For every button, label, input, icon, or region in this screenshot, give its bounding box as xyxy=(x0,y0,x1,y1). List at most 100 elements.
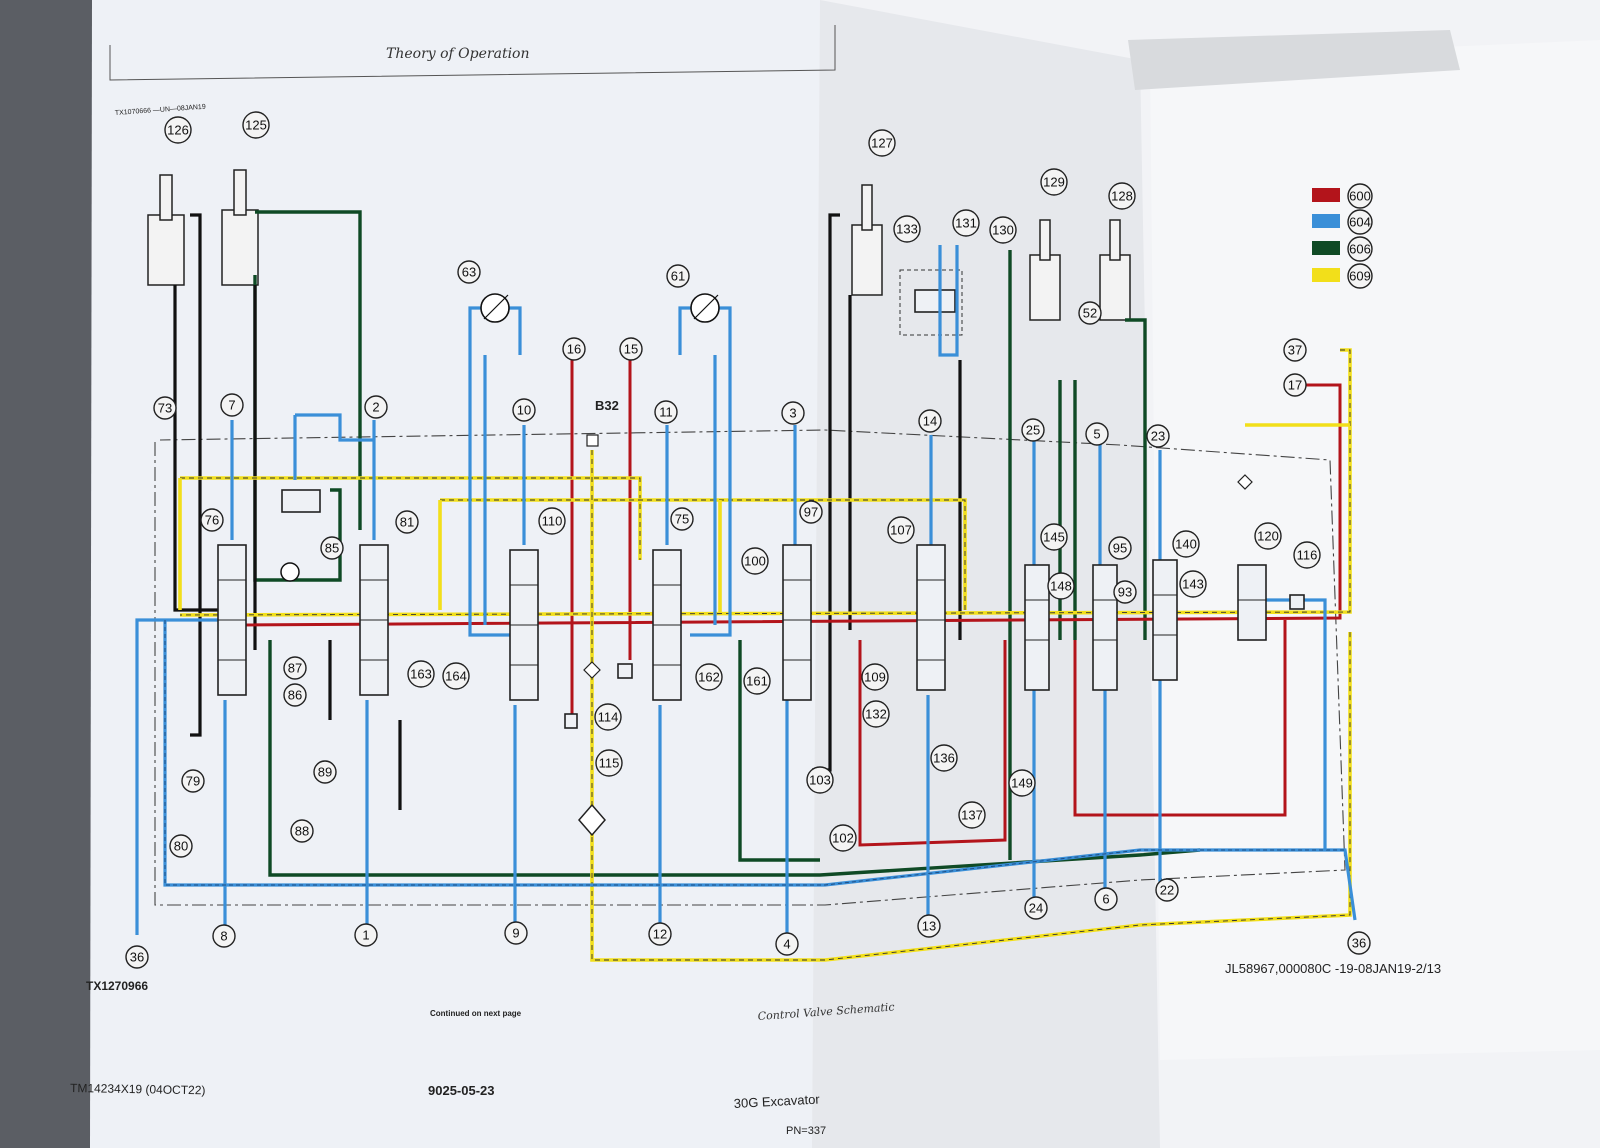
callout-143: 143 xyxy=(1179,570,1207,598)
svg-text:85: 85 xyxy=(325,541,339,556)
callout-25: 25 xyxy=(1021,418,1045,442)
figure-id: TX1270966 xyxy=(86,979,148,993)
valve-114-body xyxy=(617,663,633,679)
callout-81: 81 xyxy=(395,510,419,534)
callout-126: 126 xyxy=(164,116,192,144)
legend-code-604: 604 xyxy=(1347,209,1373,235)
spool-95 xyxy=(1092,564,1118,691)
callout-114: 114 xyxy=(594,703,622,731)
callout-75: 75 xyxy=(670,507,694,531)
svg-text:114: 114 xyxy=(598,710,619,725)
valve-133 xyxy=(899,269,963,336)
callout-137: 137 xyxy=(958,801,986,829)
legend-swatch-600 xyxy=(1312,188,1340,202)
svg-text:103: 103 xyxy=(809,773,831,788)
svg-text:87: 87 xyxy=(288,661,302,676)
footer-doc: TM14234X19 (04OCT22) xyxy=(70,1081,206,1097)
callout-136: 136 xyxy=(930,744,958,772)
cylinder-127 xyxy=(851,184,883,296)
callout-5: 5 xyxy=(1085,422,1109,446)
spool-120 xyxy=(1237,564,1267,641)
footer-product: 30G Excavator xyxy=(733,1091,820,1111)
legend-swatch-609 xyxy=(1312,268,1340,282)
callout-162: 162 xyxy=(695,663,723,691)
callout-110: 110 xyxy=(538,507,566,535)
svg-text:16: 16 xyxy=(567,342,581,357)
spool-97 xyxy=(782,544,812,701)
svg-text:127: 127 xyxy=(871,136,893,151)
callout-37: 37 xyxy=(1283,338,1307,362)
svg-text:133: 133 xyxy=(896,222,918,237)
motor-63 xyxy=(468,293,522,355)
callout-161: 161 xyxy=(743,667,771,695)
cylinder-126 xyxy=(147,174,185,286)
callout-7: 7 xyxy=(220,393,244,417)
svg-text:161: 161 xyxy=(746,674,768,689)
svg-text:17: 17 xyxy=(1288,378,1302,393)
spool-107 xyxy=(916,544,946,691)
svg-text:126: 126 xyxy=(167,123,189,138)
callout-8: 8 xyxy=(212,924,236,948)
svg-text:14: 14 xyxy=(923,414,937,429)
legend-swatch-604 xyxy=(1312,214,1340,228)
svg-text:1: 1 xyxy=(362,928,369,943)
svg-text:140: 140 xyxy=(1175,537,1197,552)
callout-120: 120 xyxy=(1254,522,1282,550)
legend-swatch-606 xyxy=(1312,241,1340,255)
svg-text:164: 164 xyxy=(445,669,467,684)
svg-text:148: 148 xyxy=(1050,579,1072,594)
svg-text:136: 136 xyxy=(933,751,955,766)
callout-80: 80 xyxy=(169,834,193,858)
callout-107: 107 xyxy=(887,516,915,544)
callout-12: 12 xyxy=(648,922,672,946)
callout-2: 2 xyxy=(364,395,388,419)
svg-text:4: 4 xyxy=(783,937,790,952)
svg-text:143: 143 xyxy=(1182,577,1204,592)
callout-63: 63 xyxy=(457,260,481,284)
callout-73: 73 xyxy=(153,396,177,420)
svg-text:145: 145 xyxy=(1043,530,1065,545)
svg-text:129: 129 xyxy=(1043,175,1065,190)
valve-85 xyxy=(280,489,321,582)
svg-text:76: 76 xyxy=(205,513,219,528)
callout-100: 100 xyxy=(741,547,769,575)
cylinder-129 xyxy=(1029,219,1061,321)
callout-164: 164 xyxy=(442,662,470,690)
spool-145 xyxy=(1024,564,1050,691)
callout-130: 130 xyxy=(989,216,1017,244)
svg-text:73: 73 xyxy=(158,401,172,416)
callout-11: 11 xyxy=(654,400,678,424)
svg-text:8: 8 xyxy=(220,929,227,944)
callout-3: 3 xyxy=(781,401,805,425)
svg-text:88: 88 xyxy=(295,824,309,839)
svg-text:22: 22 xyxy=(1160,883,1174,898)
spool-76 xyxy=(217,544,247,696)
callout-4: 4 xyxy=(775,932,799,956)
callout-103: 103 xyxy=(806,766,834,794)
callout-22: 22 xyxy=(1155,878,1179,902)
svg-text:162: 162 xyxy=(698,670,720,685)
svg-text:116: 116 xyxy=(1297,548,1318,563)
continued-note: Continued on next page xyxy=(430,1009,522,1018)
svg-text:52: 52 xyxy=(1083,306,1097,321)
svg-text:81: 81 xyxy=(400,515,414,530)
svg-text:61: 61 xyxy=(671,269,685,284)
svg-text:63: 63 xyxy=(462,265,476,280)
callout-24: 24 xyxy=(1024,896,1048,920)
svg-text:149: 149 xyxy=(1011,776,1033,791)
svg-text:15: 15 xyxy=(624,342,638,357)
callout-127: 127 xyxy=(868,129,896,157)
filter-symbol xyxy=(578,803,606,837)
callout-17: 17 xyxy=(1283,373,1307,397)
svg-text:95: 95 xyxy=(1113,541,1127,556)
svg-text:125: 125 xyxy=(245,118,267,133)
callout-10: 10 xyxy=(512,398,536,422)
svg-text:36: 36 xyxy=(130,950,144,965)
callout-13: 13 xyxy=(917,914,941,938)
callout-14: 14 xyxy=(918,409,942,433)
svg-text:13: 13 xyxy=(922,919,936,934)
svg-text:10: 10 xyxy=(517,403,531,418)
